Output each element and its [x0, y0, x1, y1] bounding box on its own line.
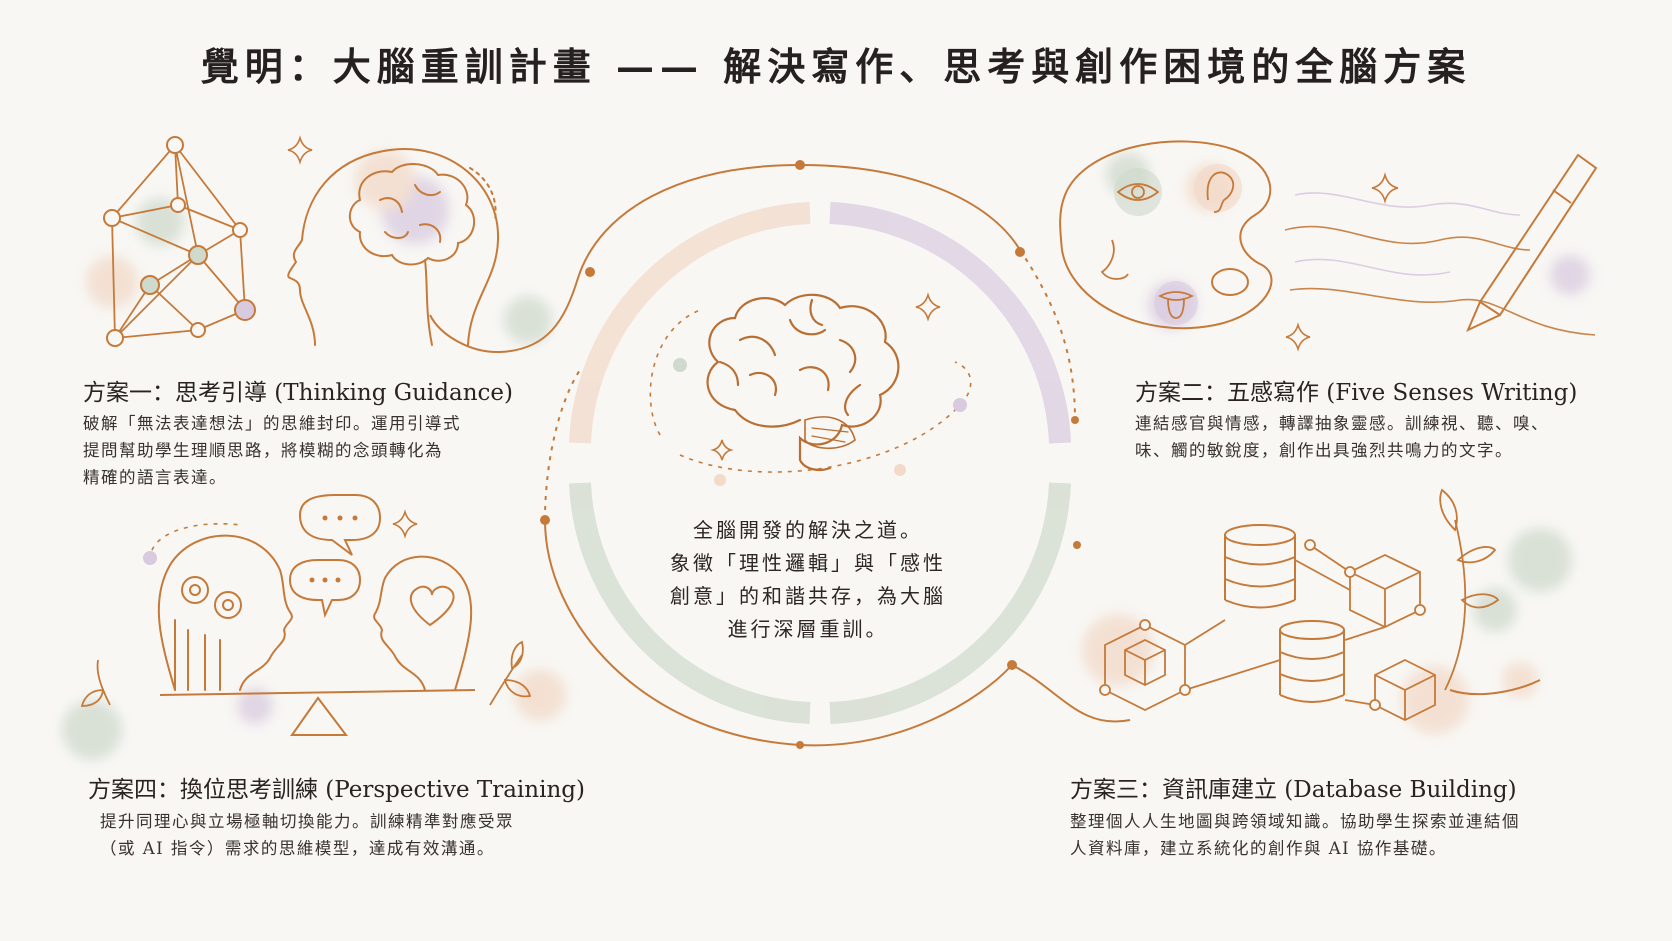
- plan4-title: 方案四：換位思考訓練 (Perspective Training): [88, 777, 585, 803]
- center-description: 全腦開發的解決之道。 象徵「理性邏輯」與「感性 創意」的和諧共存，為大腦 進行深…: [640, 514, 976, 646]
- eye-icon: [1114, 168, 1162, 216]
- center-line: 全腦開發的解決之道。: [693, 518, 923, 542]
- plan1-network-icon: [103, 136, 256, 347]
- plan2-description: 連結感官與情感，轉譯抽象靈感。訓練視、聽、嗅、 味、觸的敏銳度，創作出具強烈共鳴…: [1135, 410, 1549, 464]
- ear-icon: [1194, 164, 1242, 213]
- ink-waves: [1284, 192, 1596, 336]
- plan3-leaf-icon: [1439, 488, 1500, 691]
- plan2-desc-line: 連結感官與情感，轉譯抽象靈感。訓練視、聽、嗅、: [1135, 414, 1549, 433]
- center-orbit: [649, 309, 972, 473]
- speech-dots: [309, 515, 358, 583]
- plan1-desc-line: 提問幫助學生理順思路，將模糊的念頭轉化為: [83, 441, 443, 460]
- heart-icon: [409, 585, 455, 627]
- plan3-desc-line: 人資料庫，建立系統化的創作與 AI 協作基礎。: [1070, 839, 1447, 858]
- plan1-head-icon: [287, 148, 500, 346]
- center-orbit-dots: [673, 358, 967, 486]
- central-ring: [569, 202, 1071, 724]
- plan1-title: 方案一：思考引導 (Thinking Guidance): [83, 380, 514, 406]
- connector-dots: [540, 160, 1081, 749]
- plan3-desc-line: 整理個人人生地圖與跨領域知識。協助學生探索並連結個: [1070, 812, 1520, 831]
- plan3-nodes: [1099, 539, 1426, 711]
- connector-lines: [429, 164, 1541, 747]
- plan3-cube-icons: [1104, 544, 1436, 722]
- plan1-desc-line: 破解「無法表達想法」的思維封印。運用引導式: [83, 414, 461, 433]
- tongue-icon: [1154, 281, 1198, 325]
- center-line: 進行深層重訓。: [727, 617, 889, 641]
- nose-icon: [1100, 239, 1129, 280]
- plan1-description: 破解「無法表達想法」的思維封印。運用引導式 提問幫助學生理順思路，將模糊的念頭轉…: [83, 410, 461, 491]
- center-line: 象徵「理性邏輯」與「感性: [670, 551, 946, 575]
- plan4-description: 提升同理心與立場極軸切換能力。訓練精準對應受眾 （或 AI 指令）需求的思維模型…: [100, 808, 514, 862]
- plan2-desc-line: 味、觸的敏銳度，創作出具強烈共鳴力的文字。: [1135, 441, 1513, 460]
- plan4-head-left-icon: [157, 534, 293, 691]
- plan4-desc-line: （或 AI 指令）需求的思維模型，達成有效溝通。: [100, 839, 495, 858]
- plan4-leaf-icon: [80, 640, 532, 707]
- plan2-palette-icon: [1059, 140, 1273, 330]
- page-title: 覺明：大腦重訓計畫 —— 解決寫作、思考與創作困境的全腦方案: [200, 44, 1472, 89]
- balance-scale-icon: [159, 689, 476, 736]
- center-line: 創意」的和諧共存，為大腦: [670, 584, 946, 608]
- plan4-dot: [143, 551, 157, 565]
- plan3-database-icon: [1224, 524, 1345, 703]
- plan2-title: 方案二：五感寫作 (Five Senses Writing): [1135, 380, 1578, 406]
- speech-bubble-icons: [288, 494, 382, 619]
- sparkle-icons: [287, 135, 1399, 539]
- plan3-title: 方案三：資訊庫建立 (Database Building): [1070, 777, 1517, 803]
- pen-icon: [1466, 153, 1598, 333]
- plan4-desc-line: 提升同理心與立場極軸切換能力。訓練精準對應受眾: [100, 812, 514, 831]
- plan1-desc-line: 精確的語言表達。: [83, 468, 227, 487]
- center-brain-icon: [706, 293, 900, 471]
- plan3-description: 整理個人人生地圖與跨領域知識。協助學生探索並連結個 人資料庫，建立系統化的創作與…: [1070, 808, 1520, 862]
- plan4-head-right-icon: [373, 555, 473, 691]
- plan4-dashed-arc: [149, 522, 241, 561]
